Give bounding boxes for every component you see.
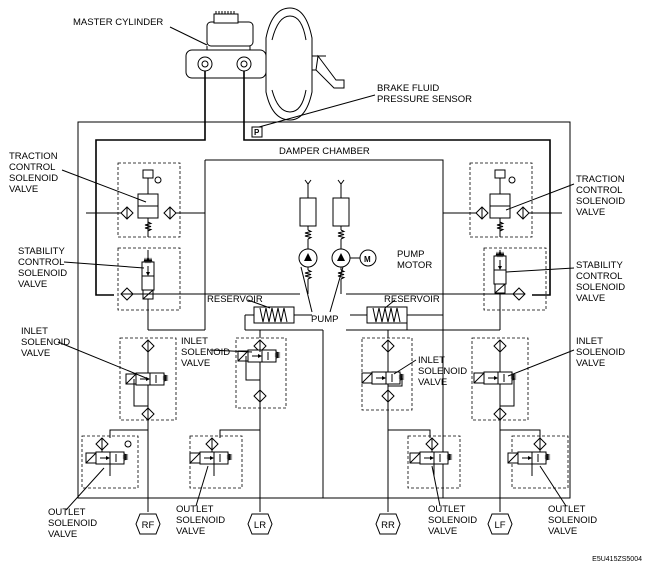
brake-fluid-sensor-label-1: BRAKE FLUID bbox=[377, 83, 439, 94]
tc-left-label-4: VALVE bbox=[9, 184, 38, 195]
wheel-label-rr: RR bbox=[381, 520, 395, 531]
inlet-4-label-2: SOLENOID bbox=[576, 347, 625, 358]
reservoirs bbox=[244, 299, 443, 330]
master-cylinder bbox=[185, 11, 267, 79]
outlet-3-label-2: SOLENOID bbox=[428, 515, 477, 526]
reservoir-left-label: RESERVOIR bbox=[207, 294, 263, 305]
outlet-2-label-1: OUTLET bbox=[176, 504, 214, 515]
tc-left-label-1: TRACTION bbox=[9, 151, 58, 162]
inlet-1-label-1: INLET bbox=[21, 326, 48, 337]
tc-left-label-3: SOLENOID bbox=[9, 173, 58, 184]
inlet-valve-1 bbox=[119, 337, 177, 421]
tc-right-label-3: SOLENOID bbox=[576, 196, 625, 207]
master-cylinder-label: MASTER CYLINDER bbox=[73, 17, 163, 28]
traction-control-valve-left bbox=[86, 162, 205, 238]
tc-right-label-4: VALVE bbox=[576, 207, 605, 218]
inlet-3-label-3: VALVE bbox=[418, 377, 447, 388]
inlet-valve-3 bbox=[361, 337, 413, 411]
sc-right-label-2: CONTROL bbox=[576, 271, 622, 282]
wheel-label-lr: LR bbox=[254, 520, 266, 531]
wheel-label-rf: RF bbox=[142, 520, 155, 531]
brake-booster bbox=[265, 7, 345, 121]
outlet-valve-3 bbox=[407, 435, 461, 489]
outlet-1-label-3: VALVE bbox=[48, 529, 77, 540]
inlet-valve-2 bbox=[235, 337, 287, 409]
outlet-valve-4 bbox=[507, 435, 569, 489]
pump-motor-label-1: PUMP bbox=[397, 249, 424, 260]
motor-symbol: M bbox=[364, 255, 371, 264]
outlet-valve-2 bbox=[189, 435, 243, 489]
inlet-2-label-1: INLET bbox=[181, 336, 208, 347]
inlet-valve-4 bbox=[471, 337, 529, 421]
inlet-1-label-3: VALVE bbox=[21, 348, 50, 359]
wheel-label-lf: LF bbox=[494, 520, 505, 531]
outlet-4-label-3: VALVE bbox=[548, 526, 577, 537]
inlet-3-label-1: INLET bbox=[418, 355, 445, 366]
stability-control-valve-left bbox=[117, 247, 300, 311]
sc-left-label-2: CONTROL bbox=[18, 257, 64, 268]
stability-control-valve-right bbox=[346, 247, 547, 311]
outlet-1-label-1: OUTLET bbox=[48, 507, 86, 518]
leader-lines bbox=[57, 169, 575, 511]
outlet-3-label-3: VALVE bbox=[428, 526, 457, 537]
outlet-4-label-1: OUTLET bbox=[548, 504, 586, 515]
inlet-4-label-1: INLET bbox=[576, 336, 603, 347]
outlet-2-label-3: VALVE bbox=[176, 526, 205, 537]
sc-left-label-4: VALVE bbox=[18, 279, 47, 290]
tc-left-label-2: CONTROL bbox=[9, 162, 55, 173]
outlet-valve-1 bbox=[81, 435, 139, 489]
sc-right-label-3: SOLENOID bbox=[576, 282, 625, 293]
inlet-2-label-3: VALVE bbox=[181, 358, 210, 369]
pumps bbox=[298, 248, 377, 313]
pump-motor-label-2: MOTOR bbox=[397, 260, 432, 271]
outlet-3-label-1: OUTLET bbox=[428, 504, 466, 515]
damper-chamber-label: DAMPER CHAMBER bbox=[279, 146, 370, 157]
sc-left-label-3: SOLENOID bbox=[18, 268, 67, 279]
inlet-2-label-2: SOLENOID bbox=[181, 347, 230, 358]
traction-control-valve-right bbox=[443, 162, 562, 238]
outlet-2-label-2: SOLENOID bbox=[176, 515, 225, 526]
inlet-1-label-2: SOLENOID bbox=[21, 337, 70, 348]
outlet-4-label-2: SOLENOID bbox=[548, 515, 597, 526]
figure-code: E5U415ZS5004 bbox=[592, 556, 642, 563]
wheel-ports bbox=[135, 498, 513, 535]
reservoir-right-label: RESERVOIR bbox=[384, 294, 440, 305]
sc-right-label-1: STABILITY bbox=[576, 260, 623, 271]
tc-right-label-1: TRACTION bbox=[576, 174, 625, 185]
sc-right-label-4: VALVE bbox=[576, 293, 605, 304]
outlet-1-label-2: SOLENOID bbox=[48, 518, 97, 529]
inlet-4-label-3: VALVE bbox=[576, 358, 605, 369]
sc-left-label-1: STABILITY bbox=[18, 246, 65, 257]
inlet-3-label-2: SOLENOID bbox=[418, 366, 467, 377]
brake-fluid-sensor-label-2: PRESSURE SENSOR bbox=[377, 94, 472, 105]
damper-chambers bbox=[299, 179, 350, 250]
pump-label: PUMP bbox=[311, 314, 338, 325]
tc-right-label-2: CONTROL bbox=[576, 185, 622, 196]
pressure-sensor-symbol: P bbox=[254, 128, 260, 137]
